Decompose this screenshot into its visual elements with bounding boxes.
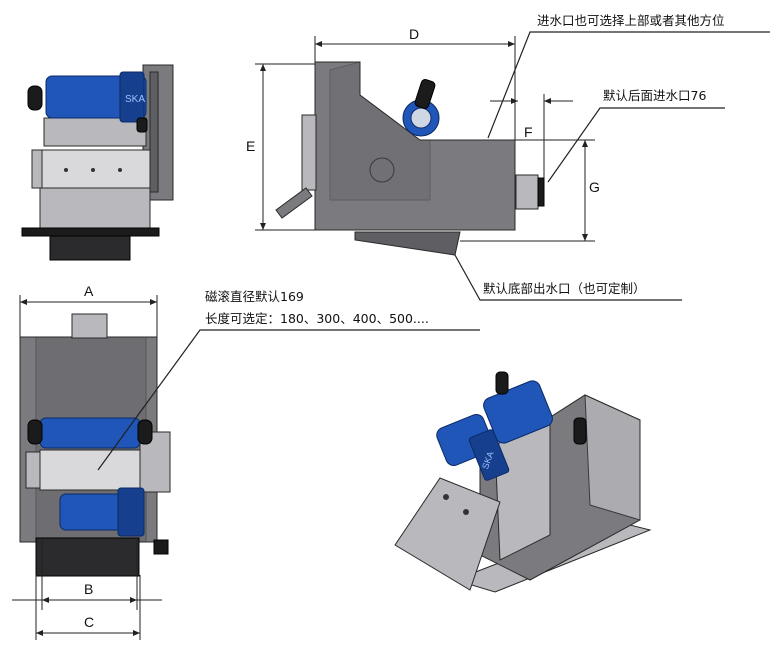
bolt-icon [91, 168, 95, 172]
isometric-view: SKA [394, 371, 652, 593]
note-roller-diameter: 磁滚直径默认169 [205, 289, 304, 304]
note-rear-inlet: 默认后面进水口76 [603, 88, 706, 103]
svg-text:SKA: SKA [125, 94, 145, 105]
front-view: SKA [21, 64, 174, 261]
dim-label-c: C [84, 614, 94, 630]
dim-label-b: B [84, 581, 93, 597]
bolt-icon [118, 168, 122, 172]
dim-label-a: A [84, 283, 94, 299]
dim-label-f: F [524, 124, 533, 140]
dim-label-g: G [589, 179, 600, 195]
dim-label-d: D [409, 26, 419, 42]
note-bottom-outlet: 默认底部出水口（也可定制） [483, 281, 646, 296]
top-view [19, 313, 171, 577]
dim-label-e: E [246, 138, 255, 154]
leader-lines [97, 31, 770, 471]
note-length-options: 长度可选定：180、300、400、500.... [205, 311, 429, 326]
side-view [275, 61, 545, 256]
note-inlet-optional: 进水口也可选择上部或者其他方位 [537, 13, 725, 28]
bolt-icon [64, 168, 68, 172]
dimension-lines [12, 36, 595, 640]
